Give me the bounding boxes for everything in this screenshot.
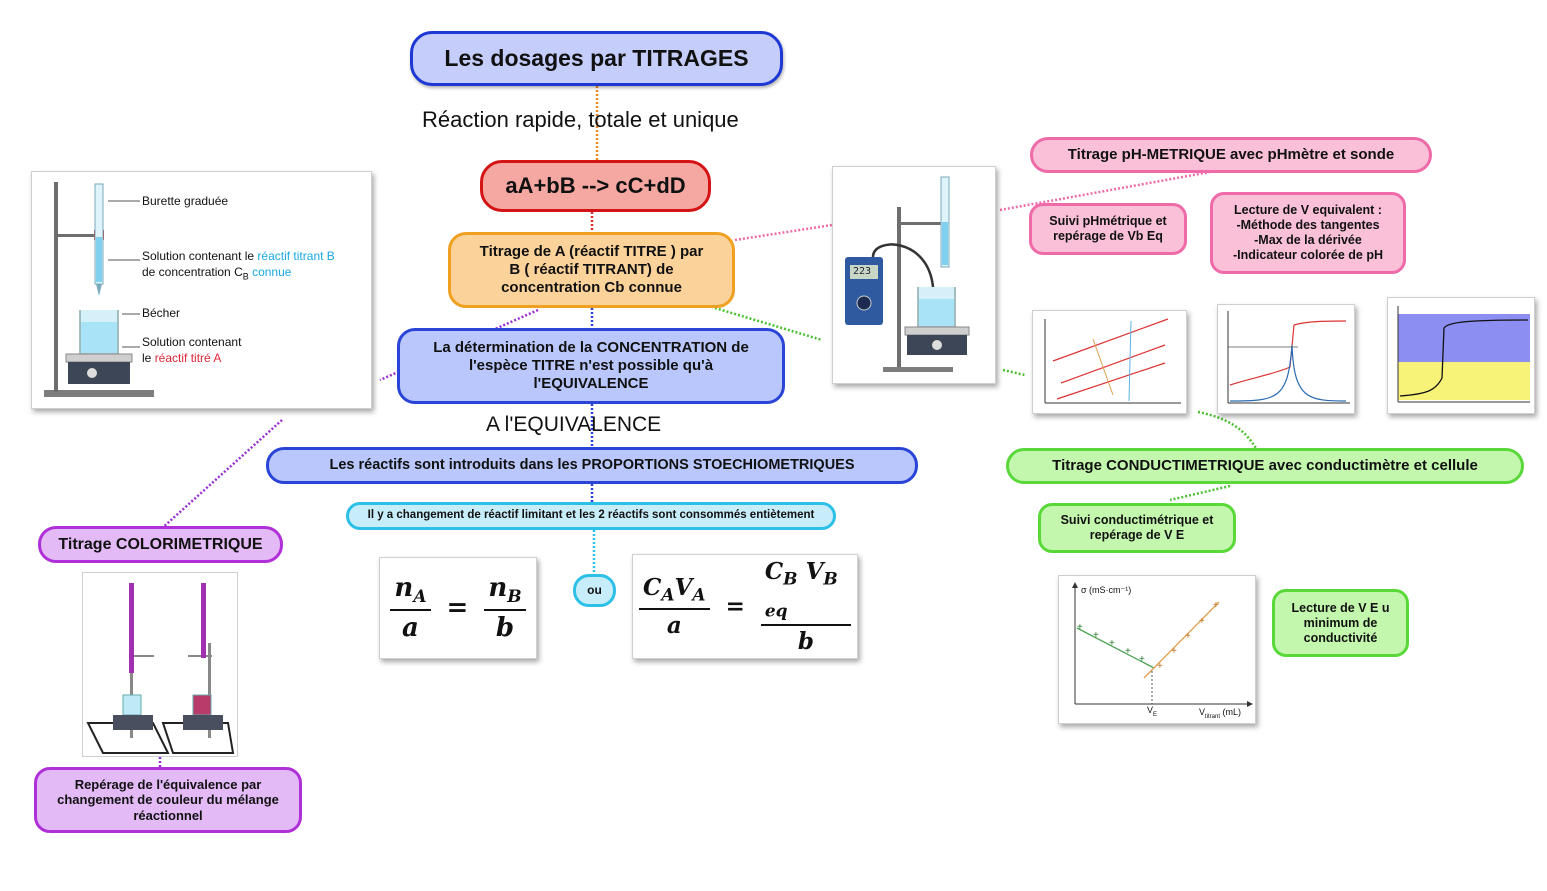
ph-title: Titrage pH-METRIQUE avec pHmètre et sond…	[1067, 146, 1395, 163]
titration-apparatus-drawing	[44, 182, 154, 397]
derivative-drawing	[1227, 311, 1350, 404]
indicator-graph	[1387, 297, 1535, 414]
titration-setup-image: Burette graduée Solution contenant le ré…	[31, 171, 372, 409]
svg-text:+: +	[1139, 654, 1145, 665]
colorimetric-desc-node[interactable]: Repérage de l'équivalence par changement…	[34, 767, 302, 833]
equation-node[interactable]: aA+bB --> cC+dD	[480, 160, 711, 212]
ph-title-node[interactable]: Titrage pH-METRIQUE avec pHmètre et sond…	[1030, 137, 1432, 173]
proportions-node[interactable]: Les réactifs sont introduits dans les PR…	[266, 447, 918, 484]
proportions-text: Les réactifs sont introduits dans les PR…	[329, 456, 855, 473]
ph-apparatus-drawing	[845, 176, 970, 372]
svg-text:+: +	[1199, 616, 1205, 627]
svg-text:+: +	[1077, 622, 1083, 633]
fraction-nb-b: nB b	[484, 573, 526, 643]
conductivity-ylabel: σ (mS·cm⁻¹)	[1081, 585, 1132, 595]
conductimetric-title: Titrage CONDUCTIMETRIQUE avec conductimè…	[1052, 457, 1478, 474]
conductivity-xlabel: Vtitrant (mL)	[1199, 707, 1242, 720]
ph-suivi-node[interactable]: Suivi pHmétrique et repérage de Vb Eq	[1029, 203, 1187, 255]
ph-suivi: Suivi pHmétrique et repérage de Vb Eq	[1049, 214, 1167, 243]
ou-text: ou	[587, 583, 602, 598]
colorimetric-apparatus-drawing	[86, 583, 235, 754]
conductimetric-suivi-node[interactable]: Suivi conductimétrique et repérage de V …	[1038, 503, 1236, 553]
svg-text:+: +	[1157, 661, 1163, 672]
label-concentration: de concentration CB connue	[142, 265, 292, 282]
indicator-drawing	[1397, 306, 1530, 403]
ph-lecture-node[interactable]: Lecture de V equivalent : -Méthode des t…	[1210, 192, 1406, 274]
formula-moles: nA a = nB b	[379, 557, 537, 659]
label-burette: Burette graduée	[142, 194, 229, 208]
tangent-method-drawing	[1044, 318, 1181, 404]
ou-node[interactable]: ou	[573, 574, 616, 607]
equation-text: aA+bB --> cC+dD	[505, 172, 686, 198]
determination-node[interactable]: La détermination de la CONCENTRATION de …	[397, 328, 785, 404]
svg-text:+: +	[1213, 600, 1219, 611]
conductimetric-lecture: Lecture de V E u minimum de conductivité	[1291, 600, 1390, 645]
conductivity-drawing: + + + + + + + + + +	[1072, 582, 1253, 707]
ph-lecture: Lecture de V equivalent : -Méthode des t…	[1232, 203, 1384, 262]
conductivity-ve-label: VE	[1147, 705, 1158, 718]
svg-text:+: +	[1125, 646, 1131, 657]
ph-setup-image: 223	[832, 166, 996, 384]
svg-text:+: +	[1109, 638, 1115, 649]
colorimetric-desc: Repérage de l'équivalence par changement…	[57, 776, 279, 823]
derivative-graph	[1217, 304, 1355, 414]
colorimetric-title-node[interactable]: Titrage COLORIMETRIQUE	[38, 526, 283, 563]
reaction-caption: Réaction rapide, totale et unique	[422, 107, 739, 132]
svg-text:+: +	[1171, 646, 1177, 657]
equals-sign: =	[725, 593, 745, 620]
main-title: Les dosages par TITRAGES	[444, 44, 749, 71]
label-solution-titre-line2: le réactif titré A	[142, 351, 222, 365]
fraction-na-a: nA a	[390, 573, 431, 643]
fraction-cbvbeq-b: CB VB eq b	[760, 558, 851, 655]
ph-meter-display: 223	[853, 266, 872, 277]
titrage-description-text: Titrage de A (réactif TITRE ) par B ( ré…	[479, 243, 704, 296]
conductimetric-lecture-node[interactable]: Lecture de V E u minimum de conductivité	[1272, 589, 1409, 657]
label-becher: Bécher	[142, 306, 181, 320]
changement-node[interactable]: Il y a changement de réactif limitant et…	[346, 502, 836, 530]
svg-text:+: +	[1093, 630, 1099, 641]
equals-sign: =	[446, 593, 469, 623]
conductimetric-suivi: Suivi conductimétrique et repérage de V …	[1060, 513, 1214, 542]
colorimetric-setup-image	[82, 572, 238, 757]
svg-text:+: +	[1185, 631, 1191, 642]
formula-concentrations: CAVA a = CB VB eq b	[632, 554, 858, 659]
changement-text: Il y a changement de réactif limitant et…	[367, 509, 815, 522]
conductivity-graph: + + + + + + + + + + σ (mS·cm⁻¹) VE Vtitr…	[1058, 575, 1256, 724]
tangent-method-graph	[1032, 310, 1187, 414]
equivalence-caption: A l'EQUIVALENCE	[486, 413, 662, 436]
label-solution-titre-line1: Solution contenant	[142, 335, 242, 349]
determination-text: La détermination de la CONCENTRATION de …	[433, 339, 749, 392]
conductimetric-title-node[interactable]: Titrage CONDUCTIMETRIQUE avec conductimè…	[1006, 448, 1524, 484]
main-title-node[interactable]: Les dosages par TITRAGES	[410, 31, 783, 86]
colorimetric-title: Titrage COLORIMETRIQUE	[58, 535, 263, 553]
label-solution-titrant: Solution contenant le réactif titrant B	[142, 249, 335, 263]
titrage-description-node[interactable]: Titrage de A (réactif TITRE ) par B ( ré…	[448, 232, 735, 308]
fraction-cava-a: CAVA a	[639, 574, 710, 639]
